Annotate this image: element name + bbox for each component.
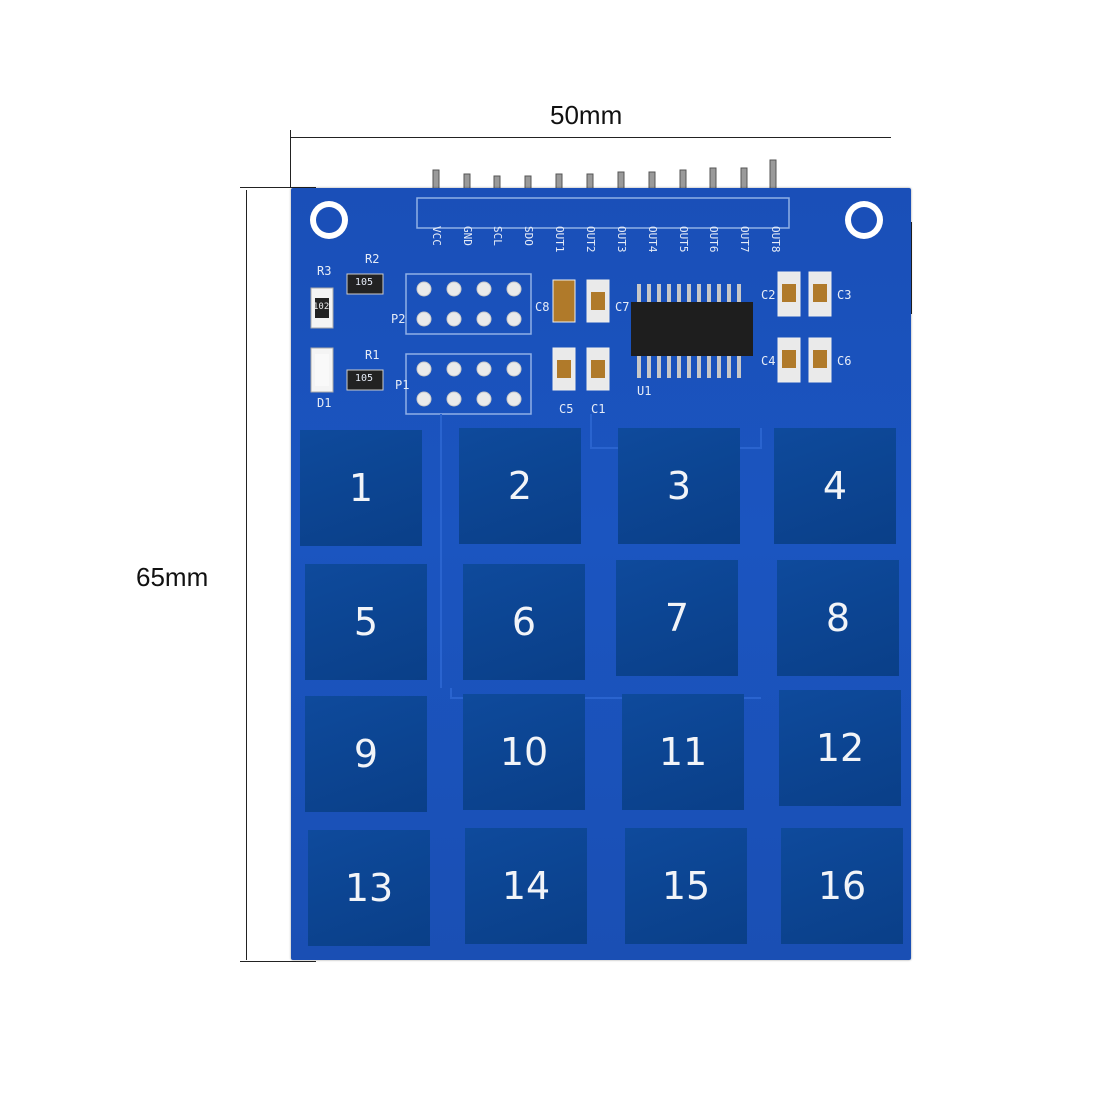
height-dimension-line [246,190,247,960]
width-extension-line [290,130,291,188]
touch-pad-7[interactable]: 7 [616,560,738,676]
jumper-p2 [405,273,532,335]
pin-label-out7: OUT7 [738,226,751,253]
silk-c5: C5 [559,402,574,416]
silk-r2: R2 [365,252,380,266]
touch-pad-4[interactable]: 4 [774,428,896,544]
pin-label-out6: OUT6 [707,226,720,253]
pin-label-sdo: SDO [522,226,535,246]
height-extension-line-bottom [240,961,316,962]
silk-p2: P2 [391,312,406,326]
board-components [310,197,883,699]
pin-label-gnd: GND [461,226,474,246]
jumper-p1 [405,353,532,415]
silk-r1: R1 [365,348,380,362]
touch-pad-8[interactable]: 8 [777,560,899,676]
silk-c6: C6 [837,354,852,368]
pin-label-vcc: VCC [430,226,443,246]
width-dimension-label: 50mm [550,100,623,130]
silk-c1: C1 [591,402,606,416]
resistor-r1 [346,369,384,391]
touch-pad-9[interactable]: 9 [305,696,427,812]
silk-res-code-r2: 105 [355,277,374,288]
touch-pad-13[interactable]: 13 [308,830,430,946]
silk-c2: C2 [761,288,776,302]
touch-pad-3[interactable]: 3 [618,428,740,544]
touch-pad-6[interactable]: 6 [463,564,585,680]
resistor-r2 [346,273,384,295]
height-extension-line-top [240,187,316,188]
silk-r3-code: 102 [313,302,330,312]
silk-u1: U1 [637,384,652,398]
touch-pad-15[interactable]: 15 [625,828,747,944]
touch-pad-5[interactable]: 5 [305,564,427,680]
capacitors [552,271,832,391]
silk-c3: C3 [837,288,852,302]
pin-label-out2: OUT2 [584,226,597,253]
silk-c8: C8 [535,300,550,314]
pin-label-scl: SCL [491,226,504,246]
touch-pad-16[interactable]: 16 [781,828,903,944]
silk-c7: C7 [615,300,630,314]
silk-d1: D1 [317,396,332,410]
silk-c4: C4 [761,354,776,368]
touch-pad-12[interactable]: 12 [779,690,901,806]
touch-pad-10[interactable]: 10 [463,694,585,810]
pin-label-out8: OUT8 [769,226,782,253]
touch-pad-11[interactable]: 11 [622,694,744,810]
ic-u1 [631,284,753,378]
pin-label-out5: OUT5 [677,226,690,253]
pin-label-out1: OUT1 [553,226,566,253]
right-edge-marker [911,222,912,314]
touch-pad-1[interactable]: 1 [300,430,422,546]
pin-label-out3: OUT3 [615,226,628,253]
touch-keypad-board: VCC GND SCL SDO OUT1 OUT2 OUT3 OUT4 OUT5… [291,188,911,960]
pin-label-out4: OUT4 [646,226,659,253]
touch-pad-2[interactable]: 2 [459,428,581,544]
silk-r3: R3 [317,264,332,278]
touch-pad-14[interactable]: 14 [465,828,587,944]
width-dimension-line [291,137,891,138]
height-dimension-label: 65mm [136,562,209,592]
silk-res-code-r1: 105 [355,373,374,384]
silk-p1: P1 [395,378,410,392]
